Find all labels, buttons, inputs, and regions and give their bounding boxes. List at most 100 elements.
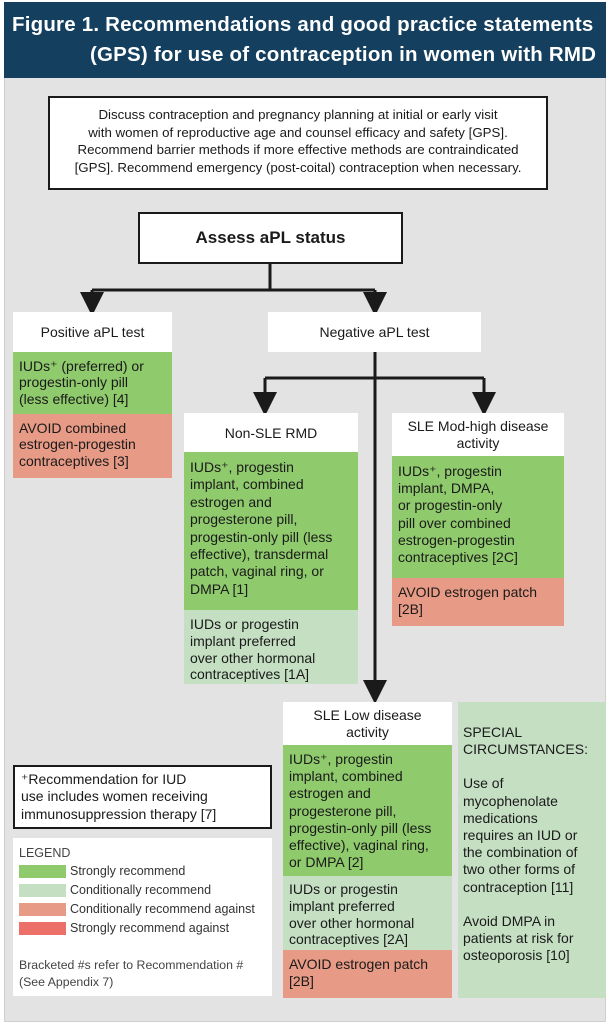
- sle-high-header-line: activity: [456, 435, 500, 451]
- sle-high-recommendation: IUDs⁺, progestin implant, DMPA, or proge…: [392, 456, 564, 578]
- sle-high-salmon-line: AVOID estrogen patch: [398, 584, 538, 600]
- sle-low-recommendation: IUDs⁺, progestin implant, combined estro…: [283, 745, 452, 876]
- non-sle-green-line: IUDs⁺, progestin: [190, 459, 294, 475]
- positive-green-line: IUDs⁺ (preferred) or: [19, 358, 144, 374]
- assess-apl-label: Assess aPL status: [195, 228, 346, 247]
- non-sle-lightgreen-line: IUDs or progestin: [190, 616, 299, 632]
- legend-item-strong-against: Strongly recommend against: [19, 921, 229, 935]
- footnote-line: use includes women receiving: [21, 788, 208, 805]
- footnote-line: ⁺Recommendation for IUD: [21, 771, 187, 787]
- non-sle-label: Non-SLE RMD: [224, 425, 318, 441]
- non-sle-green-line: effective), transdermal: [190, 546, 329, 563]
- legend-swatch-strong: [19, 864, 66, 878]
- assess-apl-box: Assess aPL status: [138, 212, 403, 264]
- sle-low-green-line: or DMPA [2]: [289, 854, 364, 871]
- positive-apl-label: Positive aPL test: [40, 324, 145, 340]
- special-circumstances-box: SPECIAL CIRCUMSTANCES: Use of mycophenol…: [458, 702, 606, 998]
- intro-line: with women of reproductive age and couns…: [88, 124, 508, 140]
- non-sle-green-line: progestin-only pill (less: [190, 528, 333, 545]
- non-sle-lightgreen-line: over other hormonal: [190, 649, 316, 666]
- sle-high-green-line: IUDs⁺, progestin: [398, 463, 502, 479]
- non-sle-conditional: IUDs or progestin implant preferred over…: [184, 610, 358, 684]
- positive-green-line: progestin-only pill: [19, 374, 128, 391]
- title-bar: Figure 1. Recommendations and good pract…: [4, 2, 606, 78]
- positive-salmon-line: contraceptives [3]: [19, 452, 129, 469]
- sle-low-green-line: effective), vaginal ring,: [289, 837, 429, 854]
- sle-low-conditional: IUDs or progestin implant preferred over…: [283, 876, 452, 950]
- positive-salmon-line: AVOID combined: [19, 420, 127, 436]
- legend-swatch-cond-against: [19, 902, 66, 916]
- special-para1-line: two other forms of: [463, 861, 576, 878]
- sle-high-green-line: or progestin-only: [398, 497, 503, 514]
- sle-low-header-line: SLE Low disease: [313, 707, 422, 723]
- legend-label: Strongly recommend against: [70, 920, 230, 935]
- title-line-2: (GPS) for use of contraception in women …: [90, 43, 597, 66]
- sle-low-avoid: AVOID estrogen patch [2B]: [283, 950, 452, 998]
- non-sle-green-line: progesterone pill,: [190, 511, 298, 528]
- negative-apl-label: Negative aPL test: [319, 324, 430, 340]
- positive-green-line: (less effective) [4]: [19, 390, 129, 407]
- sle-low-header: SLE Low disease activity: [283, 702, 452, 745]
- legend-item-strong: Strongly recommend: [19, 864, 185, 878]
- non-sle-green-line: implant, combined: [190, 476, 304, 493]
- sle-high-green-line: pill over combined: [398, 514, 511, 531]
- sle-high-header: SLE Mod-high disease activity: [392, 413, 564, 456]
- footnote-line: immunosuppression therapy [7]: [21, 805, 217, 822]
- special-para2-line: Avoid DMPA in: [463, 912, 556, 929]
- sle-low-lightgreen-line: implant preferred: [289, 897, 395, 914]
- sle-low-salmon-line: [2B]: [289, 973, 314, 989]
- sle-low-green-line: implant, combined: [289, 768, 403, 785]
- sle-high-green-line: implant, DMPA,: [398, 480, 495, 497]
- non-sle-green-line: DMPA [1]: [190, 580, 249, 597]
- non-sle-green-line: patch, vaginal ring, or: [190, 563, 324, 580]
- intro-line: [GPS]. Recommend emergency (post-coital)…: [74, 159, 522, 175]
- sle-low-lightgreen-line: over other hormonal: [289, 914, 415, 931]
- negative-apl-header: Negative aPL test: [268, 312, 481, 352]
- sle-high-header-line: SLE Mod-high disease: [407, 418, 549, 434]
- sle-low-green-line: estrogen and: [289, 785, 371, 802]
- legend-note-line: Bracketed #s refer to Recommendation #: [19, 958, 244, 972]
- special-header-line: CIRCUMSTANCES:: [463, 741, 588, 758]
- special-para2-line: osteoporosis [10]: [463, 947, 570, 964]
- legend-box: LEGEND Strongly recommend Conditionally …: [13, 838, 272, 996]
- special-para1-line: mycophenolate: [463, 792, 558, 809]
- non-sle-green-line: estrogen and: [190, 493, 272, 510]
- special-para1-line: Use of: [463, 775, 504, 792]
- special-para1-line: contraception [11]: [463, 878, 574, 895]
- legend-item-cond-against: Conditionally recommend against: [19, 902, 255, 916]
- positive-apl-avoid: AVOID combined estrogen-progestin contra…: [13, 414, 172, 478]
- legend-item-conditional: Conditionally recommend: [19, 883, 211, 897]
- legend-swatch-conditional: [19, 883, 66, 897]
- non-sle-header: Non-SLE RMD: [184, 413, 358, 452]
- legend-label: Conditionally recommend against: [70, 901, 255, 916]
- special-header-line: SPECIAL: [463, 724, 523, 740]
- title-line-1: Figure 1. Recommendations and good pract…: [12, 13, 594, 36]
- sle-low-green-line: progesterone pill,: [289, 802, 397, 819]
- sle-high-green-line: contraceptives [2C]: [398, 549, 518, 566]
- special-para1-line: medications: [463, 809, 538, 826]
- sle-low-lightgreen-line: IUDs or progestin: [289, 881, 398, 897]
- intro-box: Discuss contraception and pregnancy plan…: [48, 96, 548, 190]
- sle-low-green-line: IUDs⁺, progestin: [289, 751, 393, 767]
- intro-line: Recommend barrier methods if more effect…: [77, 142, 519, 157]
- footnote-box: ⁺Recommendation for IUD use includes wom…: [13, 765, 272, 829]
- non-sle-lightgreen-line: implant preferred: [190, 632, 296, 649]
- sle-high-avoid: AVOID estrogen patch [2B]: [392, 578, 564, 626]
- special-para1-line: requires an IUD or: [463, 827, 578, 844]
- legend-note: Bracketed #s refer to Recommendation # (…: [19, 957, 243, 991]
- legend-swatch-strong-against: [19, 921, 66, 935]
- legend-label: Conditionally recommend: [70, 882, 212, 897]
- special-para1-line: the combination of: [463, 844, 578, 861]
- positive-salmon-line: estrogen-progestin: [19, 436, 136, 453]
- sle-high-green-line: estrogen-progestin: [398, 531, 515, 548]
- sle-high-salmon-line: [2B]: [398, 601, 423, 617]
- legend-title: LEGEND: [19, 846, 71, 860]
- positive-apl-header: Positive aPL test: [13, 312, 172, 352]
- intro-line: Discuss contraception and pregnancy plan…: [98, 107, 498, 122]
- sle-low-green-line: progestin-only pill (less: [289, 819, 432, 836]
- sle-low-header-line: activity: [346, 724, 389, 740]
- positive-apl-recommendation: IUDs⁺ (preferred) or progestin-only pill…: [13, 352, 172, 414]
- sle-low-lightgreen-line: contraceptives [2A]: [289, 931, 409, 948]
- non-sle-lightgreen-line: contraceptives [1A]: [190, 666, 310, 683]
